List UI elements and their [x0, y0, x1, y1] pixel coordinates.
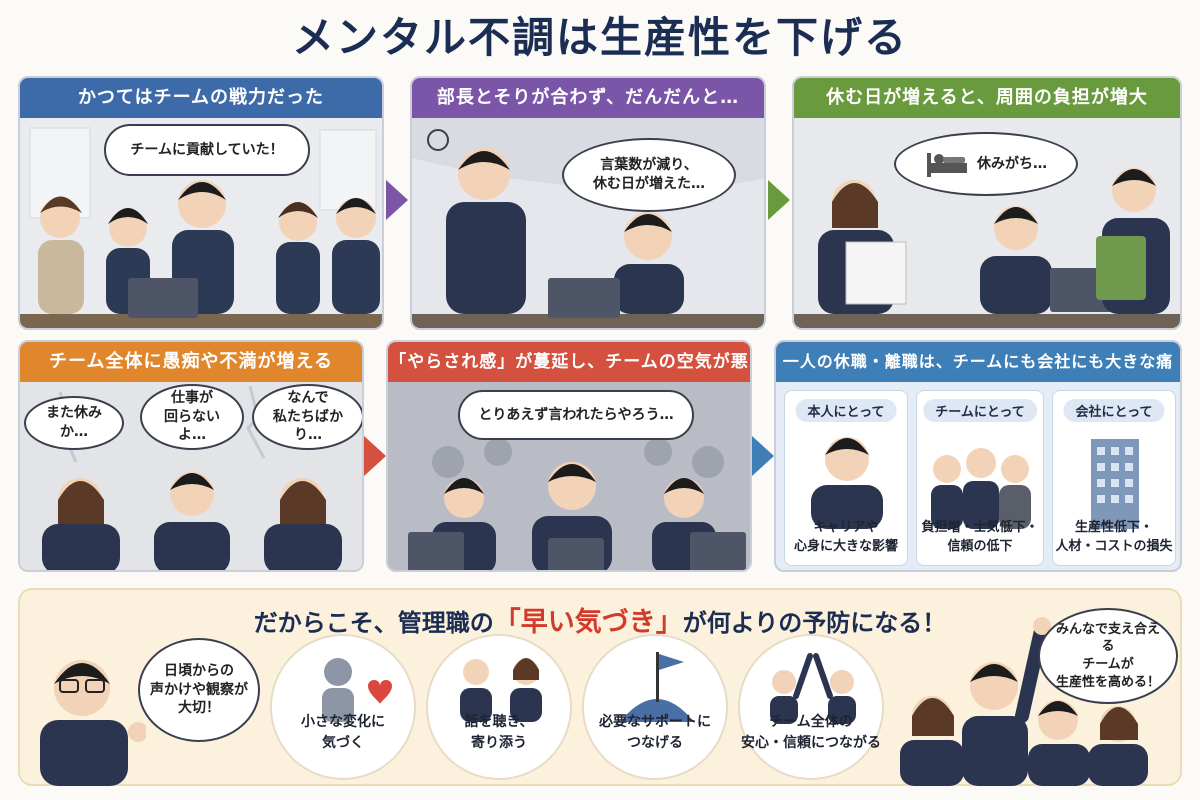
speech-bubble: 休みがち… [894, 132, 1078, 196]
point-team-trust: チーム全体の 安心・信頼につながる [738, 634, 884, 780]
card-caption: キャリアや 心身に大きな影響 [793, 520, 898, 555]
speech-bubble: 言葉数が減り、 休む日が増えた… [562, 138, 736, 212]
speech-bubble: 仕事が 回らないよ… [140, 384, 244, 450]
scene-workload: 休みがち… [794, 118, 1180, 328]
panel-heading: 休む日が増えると、周囲の負担が増大 [794, 78, 1180, 118]
panel-heading: 「やらされ感」が蔓延し、チームの空気が悪化 [388, 342, 750, 412]
impact-card-company: 会社にとって 生産性低下・ 人材・コストの損失 [1052, 390, 1176, 566]
flag-icon [620, 652, 694, 722]
gloomy-office-illustration [388, 382, 750, 570]
prevention-section: だからこそ、管理職の「早い気づき」が何よりの予防になる！ 日頃からの 声かけや観… [18, 588, 1182, 786]
card-tag: 会社にとって [1063, 399, 1165, 422]
title-text: だからこそ、管理職の [253, 609, 494, 637]
arrow-right-icon [768, 180, 790, 220]
arrow-right-icon [386, 180, 408, 220]
impact-card-team: チームにとって 負担増・士気低下・ 信頼の低下 [916, 390, 1044, 566]
team-speech-bubble: みんなで支え合える チームが 生産性を高める！ [1038, 608, 1178, 704]
high-five-icon [770, 653, 856, 724]
scene-team-celebrating: チームに貢献していた！ [20, 118, 382, 328]
arrow-right-icon [364, 436, 386, 476]
bubble-text: 休みがち… [977, 155, 1047, 172]
panel-heading: 部長とそりが合わず、だんだんと… [412, 78, 764, 118]
impact-cards: 本人にとって キャリアや 心身に大きな影響 チームにとって 負担増・士気低下・ … [776, 382, 1180, 570]
impact-card-individual: 本人にとって キャリアや 心身に大きな影響 [784, 390, 908, 566]
panel-increased-burden: 休む日が増えると、周囲の負担が増大 休みがち… [792, 76, 1182, 330]
point-caption: 話を聴き、 寄り添う [464, 714, 534, 751]
card-tag: 本人にとって [795, 399, 897, 422]
title-highlight: 「早い気づき」 [493, 607, 683, 638]
speech-bubble: とりあえず言われたらやろう… [458, 390, 694, 440]
title-text: が何よりの予防になる！ [682, 609, 947, 637]
office-building-icon [1091, 439, 1139, 529]
supportive-team-illustration [900, 617, 1148, 786]
speech-bubble: チームに貢献していた！ [104, 124, 310, 176]
point-notice-changes: 小さな変化に 気づく [270, 634, 416, 780]
panel-gradual-decline: 部長とそりが合わず、だんだんと… 言葉数が減り、 休む日が増えた… [410, 76, 766, 330]
person-heart-icon [322, 658, 392, 722]
point-support: 必要なサポートに つなげる [582, 634, 728, 780]
panel-bad-atmosphere: 「やらされ感」が蔓延し、チームの空気が悪化 とりあえず言われたらやろう… [386, 340, 752, 572]
page-title: メンタル不調は生産性を下げる [291, 13, 908, 62]
point-listen: 話を聴き、 寄り添う [426, 634, 572, 780]
panel-complaints: チーム全体に愚痴や不満が増える また休みか… 仕事が 回らないよ… なんで 私た… [18, 340, 364, 572]
speech-bubble: また休みか… [24, 396, 124, 450]
arrow-right-icon [752, 436, 774, 476]
sick-in-bed-icon [927, 153, 967, 177]
scene-conflict: 言葉数が減り、 休む日が増えた… [412, 118, 764, 328]
person [38, 196, 84, 314]
card-caption: 生産性低下・ 人材・コストの損失 [1055, 520, 1173, 555]
point-caption: 小さな変化に 気づく [301, 714, 385, 751]
panel-heading: チーム全体に愚痴や不満が増える [20, 342, 362, 382]
point-caption: チーム全体の 安心・信頼につながる [741, 714, 881, 751]
prevention-title: だからこそ、管理職の「早い気づき」が何よりの予防になる！ [20, 600, 1180, 639]
scene-complaints: また休みか… 仕事が 回らないよ… なんで 私たちばかり… [20, 382, 362, 570]
worried-person-icon [811, 437, 883, 529]
card-caption: 負担増・士気低下・ 信頼の低下 [921, 520, 1039, 555]
panel-heading: かつてはチームの戦力だった [20, 78, 382, 118]
speech-bubble: なんで 私たちばかり… [252, 384, 362, 450]
scene-gloomy-office: とりあえず言われたらやろう… [388, 382, 750, 570]
card-tag: チームにとって [923, 399, 1037, 422]
listening-icon [460, 658, 542, 722]
panel-former-contributor: かつてはチームの戦力だった チームに貢献していた！ [18, 76, 384, 330]
point-caption: 必要なサポートに つなげる [599, 714, 711, 751]
tired-team-icon [931, 448, 1031, 529]
manager-speech-bubble: 日頃からの 声かけや観察が 大切！ [138, 638, 260, 742]
panel-heading: 一人の休職・離職は、チームにも会社にも大きな痛手 [776, 342, 1180, 411]
panel-impact: 一人の休職・離職は、チームにも会社にも大きな痛手 本人にとって キャリアや 心身… [774, 340, 1182, 572]
manager-illustration [40, 660, 146, 786]
